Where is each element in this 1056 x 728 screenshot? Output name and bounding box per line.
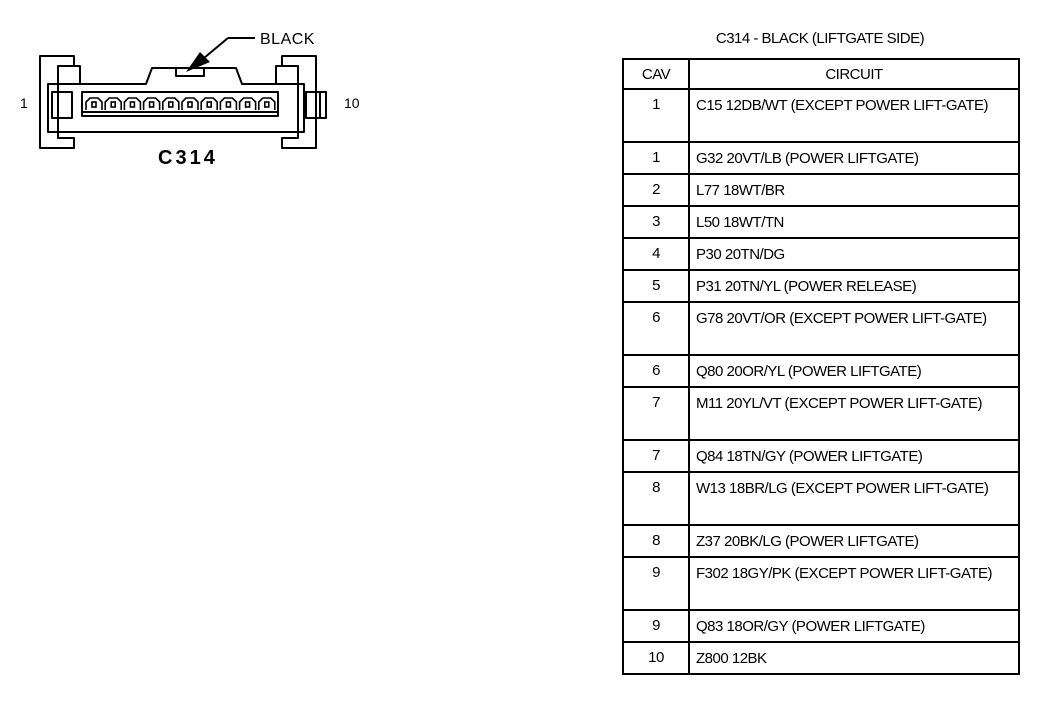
circuit-cell: G78 20VT/OR (EXCEPT POWER LIFT-GATE) [688, 301, 1020, 356]
cav-cell: 9 [622, 556, 690, 611]
cav-cell: 9 [622, 609, 690, 643]
cavity [181, 97, 199, 110]
cavity-terminal [91, 101, 97, 108]
cavity-terminal [206, 101, 212, 108]
cav-cell: 7 [622, 439, 690, 473]
arrow-icon [186, 52, 210, 72]
circuit-cell: F302 18GY/PK (EXCEPT POWER LIFT-GATE) [688, 556, 1020, 611]
cav-cell: 2 [622, 173, 690, 207]
circuit-cell: P30 20TN/DG [688, 237, 1020, 271]
table-title: C314 - BLACK (LIFTGATE SIDE) [715, 30, 925, 47]
cav-cell: 8 [622, 471, 690, 526]
cavity [123, 97, 142, 110]
cavity [258, 97, 276, 110]
cavity [200, 97, 218, 110]
circuit-cell: C15 12DB/WT (EXCEPT POWER LIFT-GATE) [688, 88, 1020, 143]
cavity-terminal [110, 101, 116, 108]
cavity-terminal [263, 101, 270, 108]
cav-cell: 1 [622, 141, 690, 175]
cav-cell: 8 [622, 524, 690, 558]
circuit-cell: W13 18BR/LG (EXCEPT POWER LIFT-GATE) [688, 471, 1020, 526]
cav-cell: 4 [622, 237, 690, 271]
left-latch [39, 55, 75, 149]
cavity [238, 97, 257, 110]
circuit-cell: L77 18WT/BR [688, 173, 1020, 207]
right-latch [281, 55, 317, 149]
circuit-cell: L50 18WT/TN [688, 205, 1020, 239]
cav-cell: 10 [622, 641, 690, 675]
cavity [219, 97, 238, 110]
cav-cell: 5 [622, 269, 690, 303]
cav-cell: 1 [622, 88, 690, 143]
circuit-cell: Z37 20BK/LG (POWER LIFTGATE) [688, 524, 1020, 558]
circuit-cell: Q84 18TN/GY (POWER LIFTGATE) [688, 439, 1020, 473]
cavity [162, 97, 180, 110]
circuit-cell: Q83 18OR/GY (POWER LIFTGATE) [688, 609, 1020, 643]
connector-color-label: BLACK [260, 31, 315, 48]
circuit-cell: P31 20TN/YL (POWER RELEASE) [688, 269, 1020, 303]
cavity-terminal [244, 101, 251, 108]
pin-label-left: 1 [20, 95, 28, 111]
circuit-cell: Z800 12BK [688, 641, 1020, 675]
circuit-cell: Q80 20OR/YL (POWER LIFTGATE) [688, 354, 1020, 388]
cavity [104, 97, 122, 110]
cavity [85, 97, 103, 110]
cavity-terminal [148, 101, 155, 108]
connector-body [47, 67, 305, 133]
cav-cell: 7 [622, 386, 690, 441]
header-cav: CAV [622, 58, 690, 90]
table-header-row: CAV CIRCUIT [622, 58, 1020, 90]
cav-cell: 6 [622, 354, 690, 388]
cavity-row [85, 97, 276, 110]
circuit-cell: M11 20YL/VT (EXCEPT POWER LIFT-GATE) [688, 386, 1020, 441]
connector-diagram: BLACK 1 10 C314 [20, 31, 360, 169]
cavity-terminal [129, 101, 136, 108]
connector-name: C314 [158, 147, 218, 169]
cavity-terminal [168, 101, 174, 108]
cavity [142, 97, 161, 110]
cavity-terminal [187, 101, 193, 108]
circuit-cell: G32 20VT/LB (POWER LIFTGATE) [688, 141, 1020, 175]
cavity-terminal [225, 101, 232, 108]
pin-label-right: 10 [344, 95, 360, 111]
cav-cell: 3 [622, 205, 690, 239]
cav-cell: 6 [622, 301, 690, 356]
header-circuit: CIRCUIT [688, 58, 1020, 90]
